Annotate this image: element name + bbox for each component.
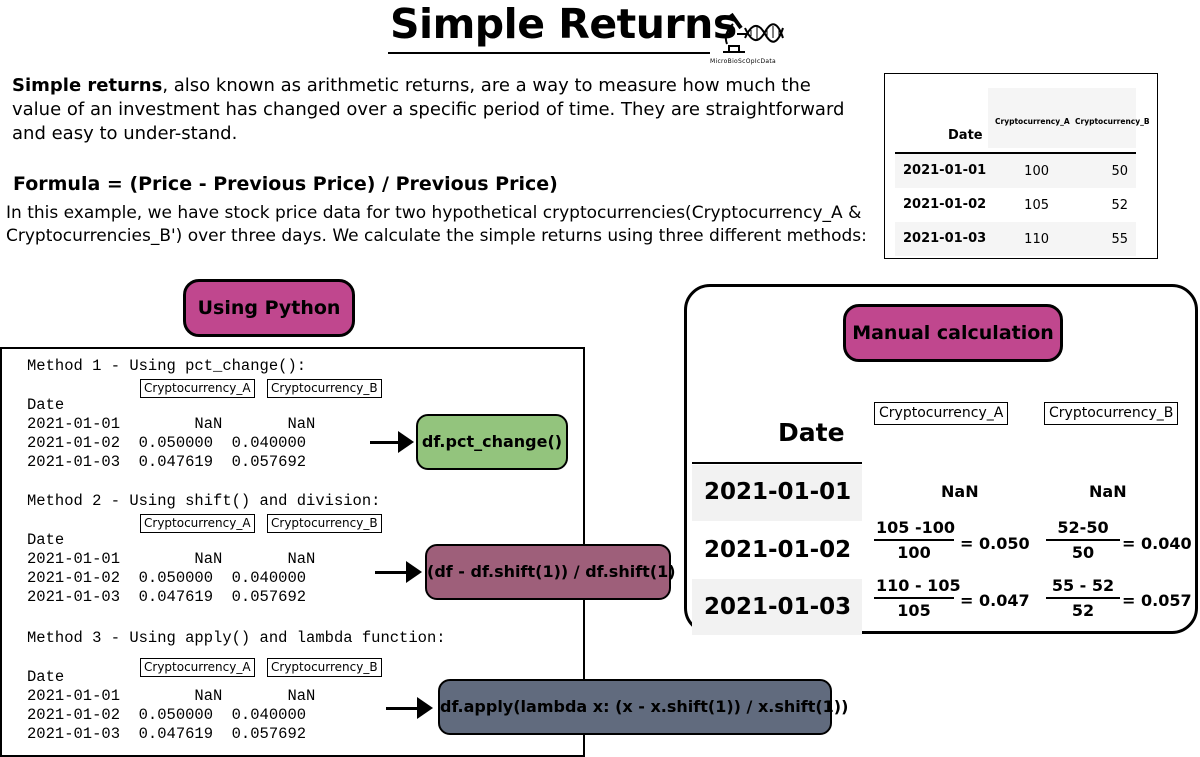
intro-paragraph: Simple returns, also known as arithmetic… [12,74,862,146]
method-1-row: 2021-01-03 0.047619 0.057692 [27,453,307,471]
manual-table-rule [692,462,862,464]
row-value-b: 52 [1111,198,1128,213]
table-row: 2021-01-02 105 52 [895,188,1136,222]
fraction-denominator: 50 [1071,543,1095,562]
manual-row-shade [692,579,862,635]
manual-fraction-a: 105 -100 100 [874,518,955,562]
manual-result-b: = 0.040 [1122,534,1192,553]
method-1-title: Method 1 - Using pct_change(): [27,357,307,375]
arrow-right-icon [375,571,409,574]
manual-result-a: = 0.047 [960,591,1030,610]
method-2-title: Method 2 - Using shift() and division: [27,492,381,510]
shift-division-code-pill: (df - df.shift(1)) / df.shift(1) [425,544,676,600]
price-table-header-bg [988,88,1136,148]
row-date: 2021-01-02 [903,197,987,212]
table-row: 2021-01-03 110 55 [895,222,1136,256]
intro-rest: , also known as arithmetic returns, are … [12,75,845,144]
row-value-a: 110 [1024,232,1049,247]
arrow-right-icon [398,431,414,453]
manual-fraction-a: 110 - 105 105 [874,576,961,620]
manual-row-shade [692,465,862,521]
table-row: 2021-01-01 100 50 [895,154,1136,188]
arrow-right-icon [386,707,420,710]
manual-index-label: Date [778,418,845,447]
row-value-b: 55 [1111,232,1128,247]
manual-fraction-b: 55 - 52 52 [1046,576,1120,620]
method-3-col-a: Cryptocurrency_A [140,658,255,677]
method-2-row: 2021-01-02 0.050000 0.040000 [27,569,307,587]
row-value-a: 105 [1024,198,1049,213]
page-title: Simple Returns [390,0,737,48]
arrow-right-icon [406,561,422,583]
manual-col-b: Cryptocurrency_B [1044,402,1179,425]
row-value-b: 50 [1111,164,1128,179]
manual-row-date: 2021-01-02 [704,537,852,563]
method-1-col-b: Cryptocurrency_B [267,379,382,398]
manual-row-nan-b: NaN [1089,482,1127,501]
method-3-row: 2021-01-02 0.050000 0.040000 [27,706,307,724]
method-1-index-label: Date [27,396,65,414]
row-date: 2021-01-03 [903,231,987,246]
method-3-title: Method 3 - Using apply() and lambda func… [27,629,446,647]
fraction-numerator: 105 -100 [874,518,955,541]
manual-row-date: 2021-01-01 [704,479,852,505]
price-table-col-b: Cryptocurrency_B [1075,117,1150,126]
price-table-rule [895,152,1136,154]
method-3-col-b: Cryptocurrency_B [267,658,382,677]
manual-result-a: = 0.050 [960,534,1030,553]
example-paragraph: In this example, we have stock price dat… [6,203,867,246]
fraction-numerator: 110 - 105 [874,576,961,599]
fraction-denominator: 100 [897,543,931,562]
price-table [884,73,1158,259]
method-3-row: 2021-01-01 NaN NaN [27,687,316,705]
method-1-row: 2021-01-02 0.050000 0.040000 [27,434,307,452]
method-2-col-b: Cryptocurrency_B [267,514,382,533]
formula: Formula = (Price - Previous Price) / Pre… [13,173,558,195]
manual-col-a: Cryptocurrency_A [874,402,1009,425]
method-3-row: 2021-01-03 0.047619 0.057692 [27,725,307,743]
price-table-index-label: Date [948,128,983,143]
row-date: 2021-01-01 [903,163,987,178]
manual-calculation-panel [684,284,1198,634]
price-table-col-a: Cryptocurrency_A [995,117,1070,126]
method-2-row: 2021-01-03 0.047619 0.057692 [27,588,307,606]
manual-fraction-b: 52-50 50 [1046,518,1120,562]
title-underline [388,52,710,54]
fraction-numerator: 55 - 52 [1046,576,1120,599]
pct-change-code-pill: df.pct_change() [416,414,568,470]
fraction-denominator: 52 [1071,601,1095,620]
method-3-index-label: Date [27,668,65,686]
method-2-row: 2021-01-01 NaN NaN [27,550,316,568]
logo-text: MicroBioScOpIcData [710,58,777,65]
intro-bold: Simple returns [12,75,163,96]
arrow-right-icon [417,697,433,719]
using-python-badge: Using Python [183,279,355,337]
method-1-col-a: Cryptocurrency_A [140,379,255,398]
manual-result-b: = 0.057 [1122,591,1192,610]
manual-row-nan-a: NaN [941,482,979,501]
method-2-col-a: Cryptocurrency_A [140,514,255,533]
manual-calculation-badge: Manual calculation [843,304,1063,362]
method-2-index-label: Date [27,531,65,549]
method-1-row: 2021-01-01 NaN NaN [27,415,316,433]
microscope-dna-icon [723,12,784,53]
fraction-denominator: 105 [897,601,931,620]
fraction-numerator: 52-50 [1046,518,1120,541]
row-value-a: 100 [1024,164,1049,179]
apply-lambda-code-pill: df.apply(lambda x: (x - x.shift(1)) / x.… [438,679,848,735]
arrow-right-icon [370,441,400,444]
manual-row-date: 2021-01-03 [704,594,852,620]
